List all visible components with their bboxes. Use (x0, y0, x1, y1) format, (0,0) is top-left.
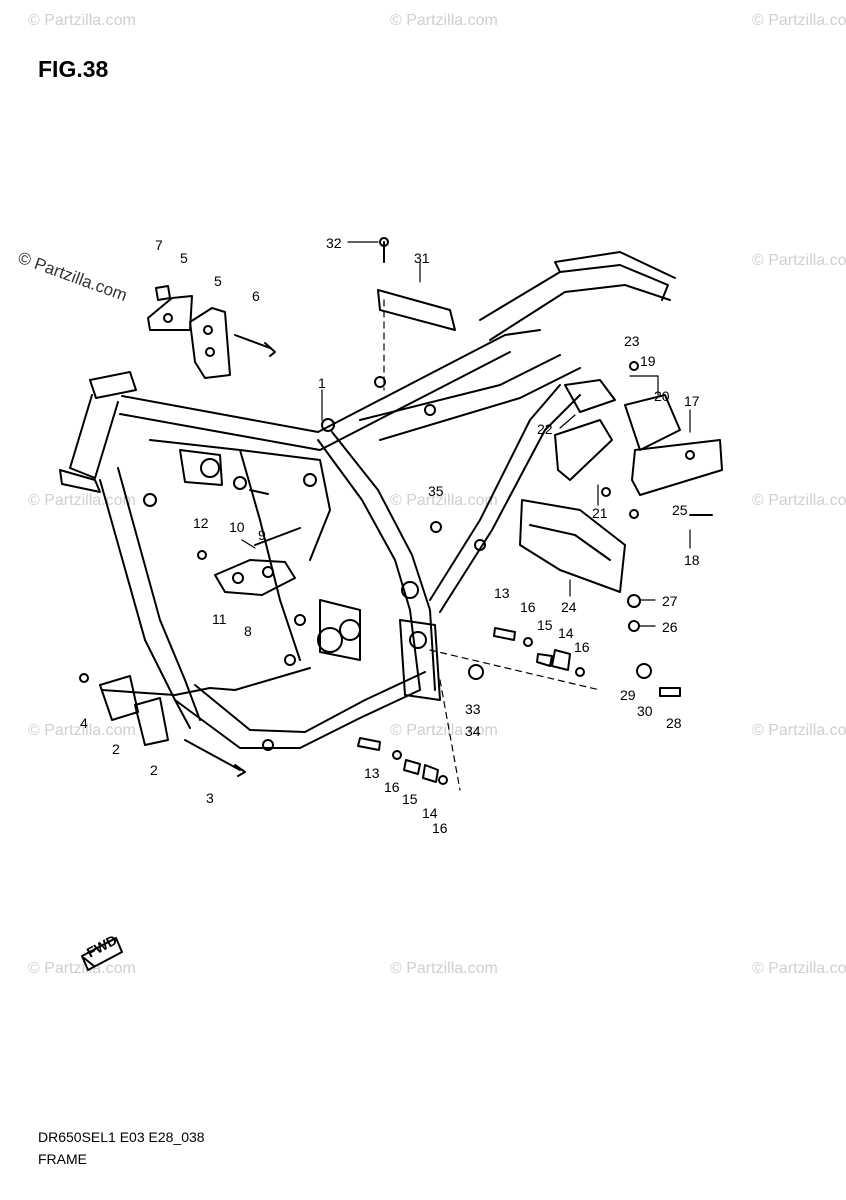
callout-5: 5 (214, 273, 222, 289)
watermark: © Partzilla.com (752, 722, 846, 739)
pivot-hardware (357, 627, 601, 791)
callout-18: 18 (684, 552, 700, 568)
watermark: © Partzilla.com (28, 12, 136, 29)
callout-3: 3 (206, 790, 214, 806)
engine-mount-bracket-front (179, 449, 223, 486)
callout-24: 24 (561, 599, 577, 615)
leader-lines (241, 241, 691, 627)
watermark: © Partzilla.com (28, 960, 136, 977)
watermark: © Partzilla.com (752, 12, 846, 29)
callout-12: 12 (193, 515, 209, 531)
callout-16: 16 (574, 639, 590, 655)
callout-34: 34 (465, 723, 481, 739)
watermark: © Partzilla.com (752, 492, 846, 509)
callout-26: 26 (662, 619, 678, 635)
callout-2: 2 (150, 762, 158, 778)
watermark: © Partzilla.com (390, 960, 498, 977)
callout-22: 22 (537, 421, 553, 437)
callout-32: 32 (326, 235, 342, 251)
callout-21: 21 (592, 505, 608, 521)
right-hardware (197, 361, 713, 697)
fwd-badge (81, 937, 123, 971)
nut (155, 285, 171, 301)
rear-fender-bracket (554, 379, 723, 496)
callout-10: 10 (229, 519, 245, 535)
engine-mount-bracket-lower (214, 527, 301, 596)
watermark: © Partzilla.com (390, 492, 498, 509)
callout-17: 17 (684, 393, 700, 409)
battery-box (519, 499, 626, 593)
callout-8: 8 (244, 623, 252, 639)
callout-28: 28 (666, 715, 682, 731)
watermark: © Partzilla.com (28, 722, 136, 739)
callout-16: 16 (520, 599, 536, 615)
callout-20: 20 (654, 388, 670, 404)
callout-11: 11 (212, 611, 227, 627)
steering-head-tube (59, 371, 137, 493)
seat-bracket (377, 237, 456, 391)
callout-7: 7 (155, 237, 163, 253)
callout-16: 16 (432, 820, 448, 836)
figure-title: FIG.38 (38, 56, 109, 82)
callout-35: 35 (428, 483, 444, 499)
callout-2: 2 (112, 741, 120, 757)
callout-19: 19 (640, 353, 656, 369)
callout-15: 15 (402, 791, 418, 807)
engine-mount-plate-lower (79, 673, 246, 777)
watermark: © Partzilla.com (390, 12, 498, 29)
callout-6: 6 (252, 288, 260, 304)
callout-27: 27 (662, 593, 678, 609)
callout-9: 9 (258, 527, 266, 543)
engine-mount-plate-upper (147, 295, 276, 379)
callout-1: 1 (318, 375, 326, 391)
callout-15: 15 (537, 617, 553, 633)
callout-30: 30 (637, 703, 653, 719)
callout-29: 29 (620, 687, 636, 703)
callout-5: 5 (180, 250, 188, 266)
watermark: © Partzilla.com (752, 252, 846, 269)
callout-4: 4 (80, 715, 88, 731)
callout-16: 16 (384, 779, 400, 795)
main-frame-tubes (99, 251, 676, 751)
watermark: © Partzilla.com (390, 722, 498, 739)
callout-31: 31 (414, 250, 430, 266)
callout-23: 23 (624, 333, 640, 349)
callout-14: 14 (558, 625, 574, 641)
callout-33: 33 (465, 701, 481, 717)
callout-13: 13 (494, 585, 510, 601)
section-name: FRAME (38, 1151, 87, 1167)
callout-25: 25 (672, 502, 688, 518)
callout-13: 13 (364, 765, 380, 781)
watermark: © Partzilla.com (28, 492, 136, 509)
watermark: © Partzilla.com (752, 960, 846, 977)
callout-14: 14 (422, 805, 438, 821)
model-code: DR650SEL1 E03 E28_038 (38, 1129, 205, 1145)
